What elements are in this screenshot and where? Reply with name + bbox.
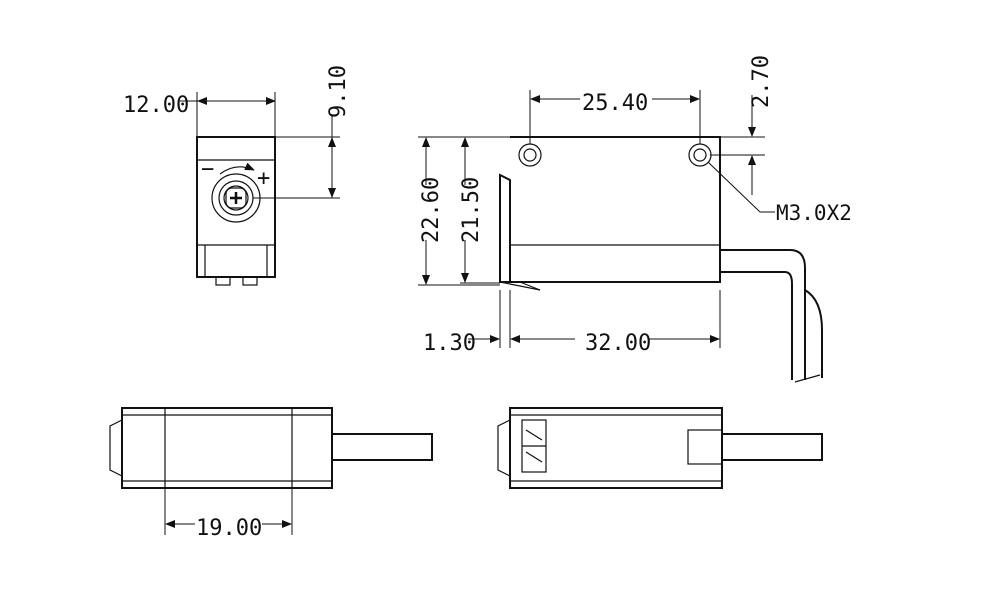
dim-hole-spacing: 25.40 (529, 90, 701, 144)
dim-label-12: 12.00 (123, 93, 189, 118)
dim-label-19-00: 19.00 (196, 516, 262, 541)
plus-symbol: + (257, 166, 270, 191)
dim-label-21-50: 21.50 (459, 177, 484, 243)
dim-lengths: 1.30 32.00 (423, 290, 721, 356)
dim-label-25-40: 25.40 (582, 91, 648, 116)
dim-label-32-00: 32.00 (585, 331, 651, 356)
dim-label-22-60: 22.60 (419, 177, 444, 243)
mount-hole-left (518, 143, 542, 167)
side-view (499, 136, 823, 383)
thread-callout: M3.0X2 (707, 161, 852, 225)
cable-bottom-right (721, 433, 823, 461)
dim-front-top: 9.10 (275, 65, 351, 198)
cable-bottom-left (331, 433, 433, 461)
dim-heights: 22.60 21.50 (418, 136, 510, 286)
mount-hole-right (688, 143, 712, 167)
top-view (497, 407, 823, 489)
dim-hole-offset: 2.70 (710, 55, 774, 195)
cable-top (720, 249, 806, 380)
front-view: − + (196, 136, 340, 286)
dim-bottom-length: 19.00 (164, 488, 293, 541)
dim-label-2-70: 2.70 (749, 55, 774, 108)
dim-label-m3: M3.0X2 (776, 201, 852, 225)
minus-symbol: − (201, 157, 214, 182)
dim-front-width: 12.00 (123, 92, 276, 137)
rotation-arrow-icon (219, 162, 255, 175)
bottom-view (109, 407, 433, 489)
dim-label-1-30: 1.30 (423, 331, 476, 356)
screw-cross-icon (230, 192, 242, 204)
dim-label-9-10: 9.10 (326, 65, 351, 118)
